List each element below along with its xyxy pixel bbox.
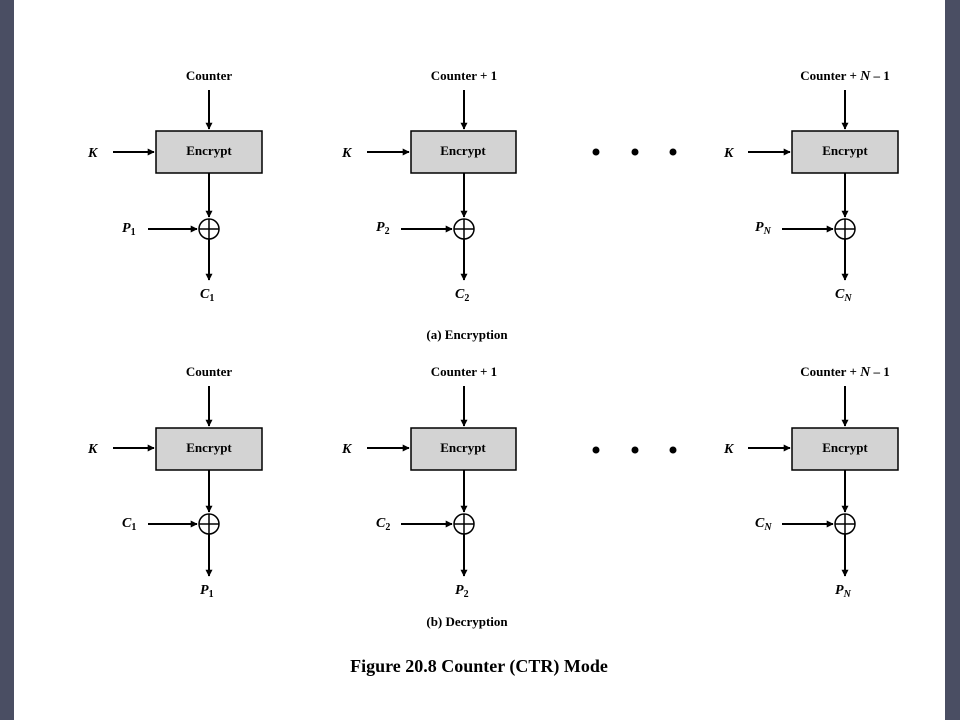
counter-label: Counter (186, 68, 232, 83)
key-label: K (341, 442, 353, 457)
encrypt-box-label: Encrypt (186, 440, 232, 455)
counter-label: Counter + N – 1 (800, 364, 890, 380)
xor-icon (834, 513, 856, 535)
ciphertext-output-label: C1 (200, 287, 214, 304)
decryption-caption: (b) Decryption (426, 614, 508, 629)
ciphertext-input-label: CN (755, 516, 772, 533)
figure-caption: Figure 20.8 Counter (CTR) Mode (350, 656, 608, 677)
ellipsis-icon (592, 148, 677, 156)
plaintext-input-label: P2 (376, 220, 390, 237)
plaintext-output-label: P2 (455, 583, 469, 600)
encrypt-box-label: Encrypt (440, 440, 486, 455)
key-label: K (723, 146, 735, 161)
encrypt-box (791, 427, 899, 471)
encrypt-box (155, 130, 263, 174)
encrypt-box-label: Encrypt (822, 143, 868, 158)
counter-label: Counter + 1 (431, 364, 497, 379)
plaintext-input-label: P1 (122, 221, 136, 238)
ciphertext-input-label: C2 (376, 516, 390, 533)
encrypt-box (410, 427, 517, 471)
plaintext-output-label: PN (835, 583, 852, 600)
counter-label: Counter + 1 (431, 68, 497, 83)
counter-label: Counter (186, 364, 232, 379)
xor-icon (453, 513, 475, 535)
encryption-caption: (a) Encryption (426, 327, 508, 342)
key-label: K (723, 442, 735, 457)
key-label: K (87, 146, 99, 161)
encrypt-box (410, 130, 517, 174)
encrypt-box-label: Encrypt (440, 143, 486, 158)
decryption-stage-2: Counter + 1 K Encrypt C2 P2 (341, 364, 517, 600)
xor-icon (198, 218, 220, 240)
encryption-panel: Counter K Encrypt P1 C1 Counter + 1 K (87, 68, 899, 342)
encryption-stage-n: Counter + N – 1 K Encrypt PN CN (723, 68, 899, 304)
ciphertext-output-label: C2 (455, 287, 469, 304)
xor-icon (198, 513, 220, 535)
key-label: K (341, 146, 353, 161)
xor-icon (834, 218, 856, 240)
xor-icon (453, 218, 475, 240)
ciphertext-output-label: CN (835, 287, 852, 304)
decryption-stage-n: Counter + N – 1 K Encrypt CN PN (723, 364, 899, 600)
plaintext-output-label: P1 (200, 583, 214, 600)
encrypt-box-label: Encrypt (186, 143, 232, 158)
key-label: K (87, 442, 99, 457)
encrypt-box-label: Encrypt (822, 440, 868, 455)
decryption-stage-1: Counter K Encrypt C1 P1 (87, 364, 263, 600)
ciphertext-input-label: C1 (122, 516, 136, 533)
ellipsis-icon (592, 446, 677, 454)
decryption-panel: Counter K Encrypt C1 P1 Counter + 1 K (87, 364, 899, 629)
slide-background (14, 0, 945, 720)
encryption-stage-2: Counter + 1 K Encrypt P2 C2 (341, 68, 517, 304)
encryption-stage-1: Counter K Encrypt P1 C1 (87, 68, 263, 304)
counter-label: Counter + N – 1 (800, 68, 890, 84)
plaintext-input-label: PN (755, 220, 772, 237)
